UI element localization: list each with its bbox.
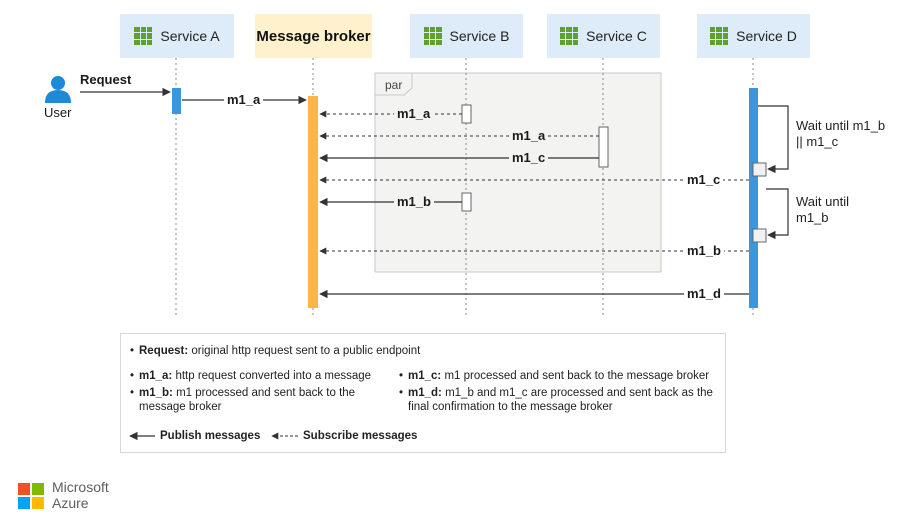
activation-broker: [308, 96, 318, 308]
arrow-self-wait2: [766, 188, 789, 240]
participant-label: Service A: [160, 28, 220, 44]
message-label-m1c-c: m1_c: [509, 150, 549, 166]
legend-publish-label: Publish messages: [160, 430, 261, 442]
legend-term: m1_a:: [139, 370, 173, 382]
activation-service-c: [598, 126, 609, 168]
wait-note-2: Wait until m1_b: [796, 194, 849, 226]
message-label-m1a-b: m1_a: [394, 106, 434, 122]
wait-note-2-line: Wait until: [796, 194, 849, 209]
brand-text: Microsoft Azure: [52, 479, 109, 511]
legend-m1b: m1_b: m1 processed and sent back to the …: [130, 386, 356, 414]
participant-service-b: Service B: [410, 14, 523, 58]
participant-message-broker: Message broker: [255, 14, 372, 58]
legend-term: m1_d:: [408, 387, 442, 399]
microsoft-logo-icon: [18, 483, 44, 509]
legend-desc: http request converted into a message: [175, 370, 372, 382]
legend-term: Request:: [139, 345, 189, 357]
message-label-m1c-d: m1_c: [684, 172, 724, 188]
par-fragment-tab: [374, 72, 413, 96]
legend-desc: original http request sent to a public e…: [191, 345, 421, 357]
activation-service-b-2: [461, 192, 472, 212]
service-grid-icon: [134, 27, 153, 45]
message-label-m1a: m1_a: [224, 92, 264, 108]
participant-service-c: Service C: [547, 14, 660, 58]
participant-label: Service C: [586, 28, 647, 44]
legend-term: m1_b:: [139, 387, 173, 399]
participant-service-a: Service A: [120, 14, 234, 58]
activation-service-d-wait1: [752, 162, 767, 177]
legend-term: m1_c:: [408, 370, 442, 382]
user-label: User: [44, 105, 72, 120]
legend-m1c: m1_c: m1 processed and sent back to the …: [399, 369, 710, 383]
legend-subscribe-label: Subscribe messages: [303, 430, 418, 442]
participant-label: Service D: [736, 28, 797, 44]
wait-note-1: Wait until m1_b || m1_c: [796, 118, 885, 150]
legend-desc: m1_b and m1_c are processed and sent bac…: [445, 387, 713, 399]
par-fragment: [374, 72, 662, 273]
request-label: Request: [80, 72, 132, 87]
message-label-m1b-d: m1_b: [684, 243, 724, 259]
arrow-self-wait1: [758, 105, 789, 174]
wait-note-1-line: Wait until m1_b: [796, 118, 886, 133]
activation-service-d: [749, 88, 758, 308]
participant-label: Message broker: [256, 27, 371, 45]
legend-desc: final confirmation to the message broker: [408, 401, 613, 413]
participant-label: Service B: [449, 28, 510, 44]
legend-m1d: m1_d: m1_b and m1_c are processed and se…: [399, 386, 713, 414]
wait-note-2-line: m1_b: [796, 210, 829, 225]
message-label-m1a-c: m1_a: [509, 128, 549, 144]
legend-box: Request: original http request sent to a…: [120, 333, 726, 453]
wait-note-1-line: || m1_c: [796, 134, 839, 149]
service-grid-icon: [423, 27, 442, 45]
legend-desc: message broker: [139, 401, 222, 413]
activation-service-d-wait2: [752, 228, 767, 243]
legend-desc: m1 processed and sent back to the: [176, 387, 356, 399]
message-label-m1d: m1_d: [684, 286, 724, 302]
legend-request: Request: original http request sent to a…: [130, 344, 421, 358]
participant-service-d: Service D: [697, 14, 810, 58]
activation-service-a: [172, 88, 181, 114]
activation-service-b-1: [461, 104, 472, 124]
brand-line: Microsoft: [52, 479, 109, 495]
service-grid-icon: [710, 27, 729, 45]
par-label: par: [385, 78, 403, 92]
legend-m1a: m1_a: http request converted into a mess…: [130, 369, 372, 383]
service-grid-icon: [560, 27, 579, 45]
legend-desc: m1 processed and sent back to the messag…: [444, 370, 710, 382]
message-label-m1b-b: m1_b: [394, 194, 434, 210]
user-icon: [45, 76, 71, 103]
brand-line: Azure: [52, 495, 89, 511]
